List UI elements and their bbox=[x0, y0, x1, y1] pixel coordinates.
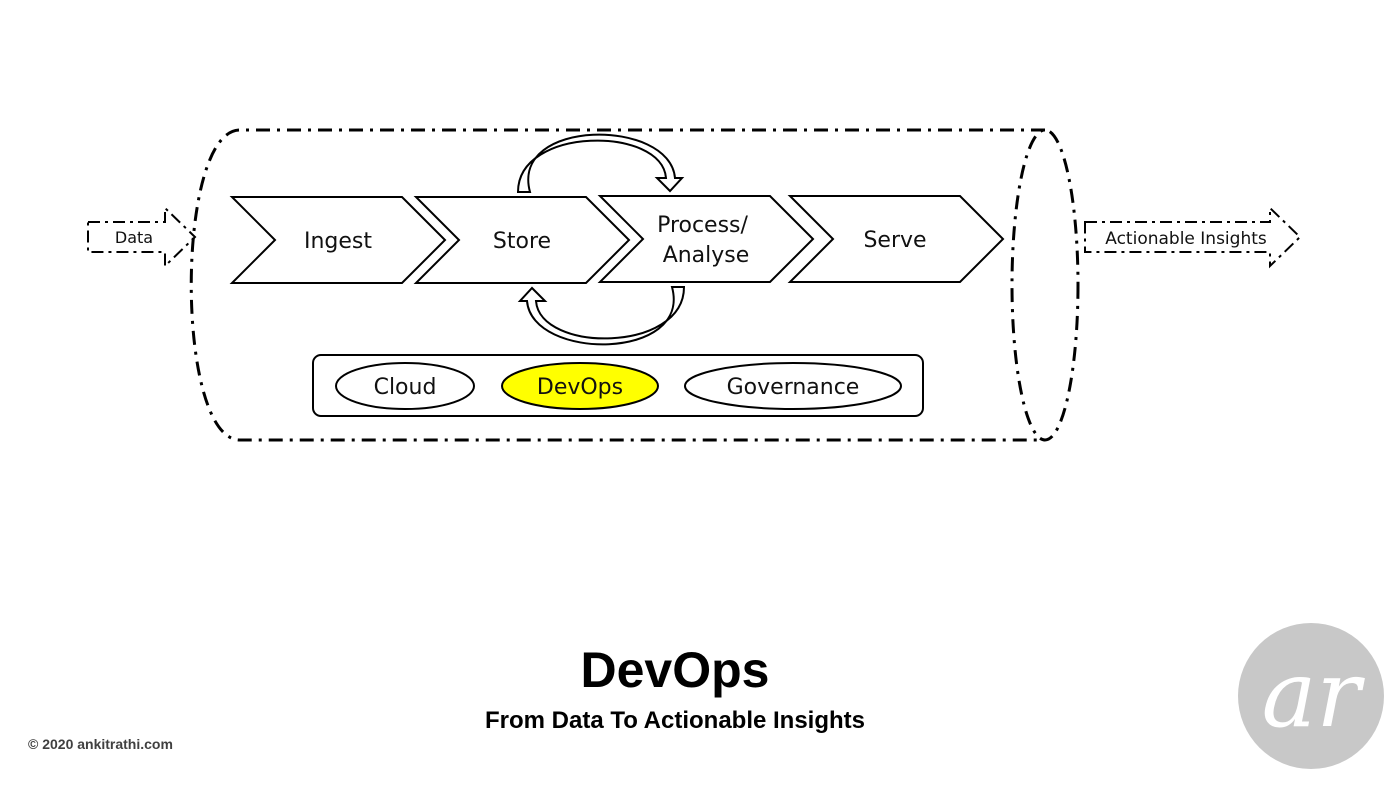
ar-logo: ar bbox=[1238, 623, 1384, 769]
enabler-governance-ellipse bbox=[684, 362, 902, 410]
stage-store-chevron bbox=[413, 196, 631, 284]
enabler-devops-ellipse bbox=[501, 362, 659, 410]
stage-label-ingest: Ingest bbox=[304, 229, 372, 254]
stage-ingest-chevron bbox=[229, 196, 447, 284]
logo-text: ar bbox=[1262, 641, 1366, 748]
enabler-cloud-ellipse bbox=[335, 362, 475, 410]
enabler-governance-label: Governance bbox=[727, 375, 860, 400]
page-title: DevOps bbox=[580, 642, 770, 698]
loop-arrow-bottom bbox=[517, 286, 686, 346]
enabler-devops-label: DevOps bbox=[537, 375, 623, 400]
enabler-cloud-label: Cloud bbox=[374, 375, 437, 400]
stage-label-serve: Serve bbox=[863, 228, 926, 253]
stage-label-process: Process/ Analyse bbox=[657, 213, 755, 268]
pipeline-cylinder bbox=[189, 128, 1080, 442]
stage-label-store: Store bbox=[493, 229, 551, 254]
stage-serve-chevron bbox=[787, 195, 1005, 283]
insights-output-label: Actionable Insights bbox=[1105, 229, 1267, 249]
stage-chevrons bbox=[229, 195, 1005, 284]
loop-arrow-top bbox=[516, 133, 685, 193]
stage-process-chevron bbox=[597, 195, 815, 283]
data-input-label: Data bbox=[115, 228, 153, 247]
page-subtitle: From Data To Actionable Insights bbox=[484, 707, 866, 734]
copyright-notice: © 2020 ankitrathi.com bbox=[28, 736, 173, 752]
insights-output-arrow: Actionable Insights bbox=[1084, 205, 1302, 269]
data-input-arrow: Data bbox=[87, 205, 197, 269]
